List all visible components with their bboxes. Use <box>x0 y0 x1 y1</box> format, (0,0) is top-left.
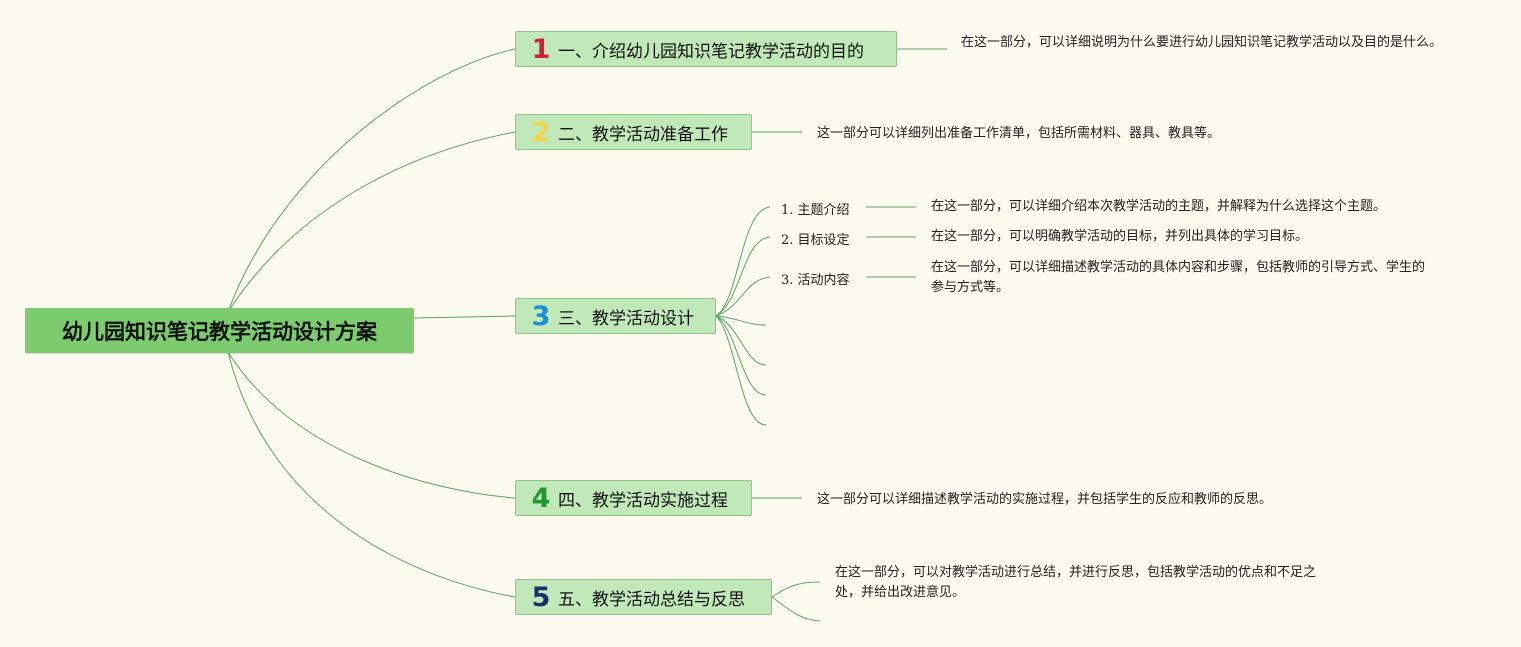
branch-1-label: 一、介绍幼儿园知识笔记教学活动的目的 <box>558 41 864 62</box>
connector-root-branch-4 <box>227 351 516 499</box>
sub-node-goal-setting[interactable]: 2. 目标设定 <box>781 233 850 248</box>
number-1-icon: 1 <box>531 33 551 65</box>
number-4-icon: 4 <box>531 482 551 514</box>
sub-node-theme-intro[interactable]: 1. 主题介绍 <box>781 203 850 218</box>
sub-goal-setting-desc: 在这一部分，可以明确教学活动的目标，并列出具体的学习目标。 <box>931 229 1309 244</box>
branch-4-desc: 这一部分可以详细描述教学活动的实施过程，并包括学生的反应和教师的反思。 <box>817 492 1273 507</box>
connector-branch-3-empty-2 <box>715 315 767 366</box>
branch-5-desc: 在这一部分，可以对教学活动进行总结，并进行反思，包括教学活动的优点和不足之处，并… <box>835 565 1317 600</box>
branch-1-desc: 在这一部分，可以详细说明为什么要进行幼儿园知识笔记教学活动以及目的是什么。 <box>961 35 1443 50</box>
connector-branch-5-empty <box>771 596 821 622</box>
root-node[interactable]: 幼儿园知识笔记教学活动设计方案 <box>25 308 414 353</box>
branch-3-label: 三、教学活动设计 <box>558 308 694 329</box>
connector-root-branch-2 <box>227 131 516 313</box>
sub-theme-intro-desc: 在这一部分，可以详细介绍本次教学活动的主题，并解释为什么选择这个主题。 <box>931 199 1387 214</box>
connector-branch-3-empty-3 <box>715 315 767 396</box>
branch-2-node[interactable]: 2 二、教学活动准备工作 <box>515 114 752 150</box>
connector-branch-3-sub-2 <box>715 236 771 317</box>
number-5-icon: 5 <box>531 581 551 613</box>
branch-4-label: 四、教学活动实施过程 <box>558 490 728 511</box>
connector-root-branch-1 <box>227 48 516 313</box>
connector-branch-3-sub-1 <box>715 206 771 317</box>
sub-node-activity-content[interactable]: 3. 活动内容 <box>781 273 850 288</box>
branch-5-node[interactable]: 5 五、教学活动总结与反思 <box>515 579 772 615</box>
number-3-icon: 3 <box>531 300 551 332</box>
connector-branch-5-desc <box>771 581 821 598</box>
root-title: 幼儿园知识笔记教学活动设计方案 <box>62 319 377 344</box>
connector-branch-3-empty-4 <box>715 315 767 426</box>
sub-activity-content-desc: 在这一部分，可以详细描述教学活动的具体内容和步骤，包括教师的引导方式、学生的参与… <box>931 260 1426 295</box>
number-2-icon: 2 <box>531 116 551 148</box>
branch-2-label: 二、教学活动准备工作 <box>558 124 728 145</box>
connector-root-branch-3 <box>413 315 516 319</box>
connector-root-branch-5 <box>227 351 516 598</box>
branch-3-node[interactable]: 3 三、教学活动设计 <box>515 298 716 334</box>
branch-2-desc: 这一部分可以详细列出准备工作清单，包括所需材料、器具、教具等。 <box>817 126 1221 141</box>
branch-5-label: 五、教学活动总结与反思 <box>558 589 745 610</box>
connector-branch-3-sub-3 <box>715 276 771 317</box>
branch-4-node[interactable]: 4 四、教学活动实施过程 <box>515 480 752 516</box>
connector-branch-3-empty-1 <box>715 315 767 326</box>
branch-1-node[interactable]: 1 一、介绍幼儿园知识笔记教学活动的目的 <box>515 31 897 67</box>
